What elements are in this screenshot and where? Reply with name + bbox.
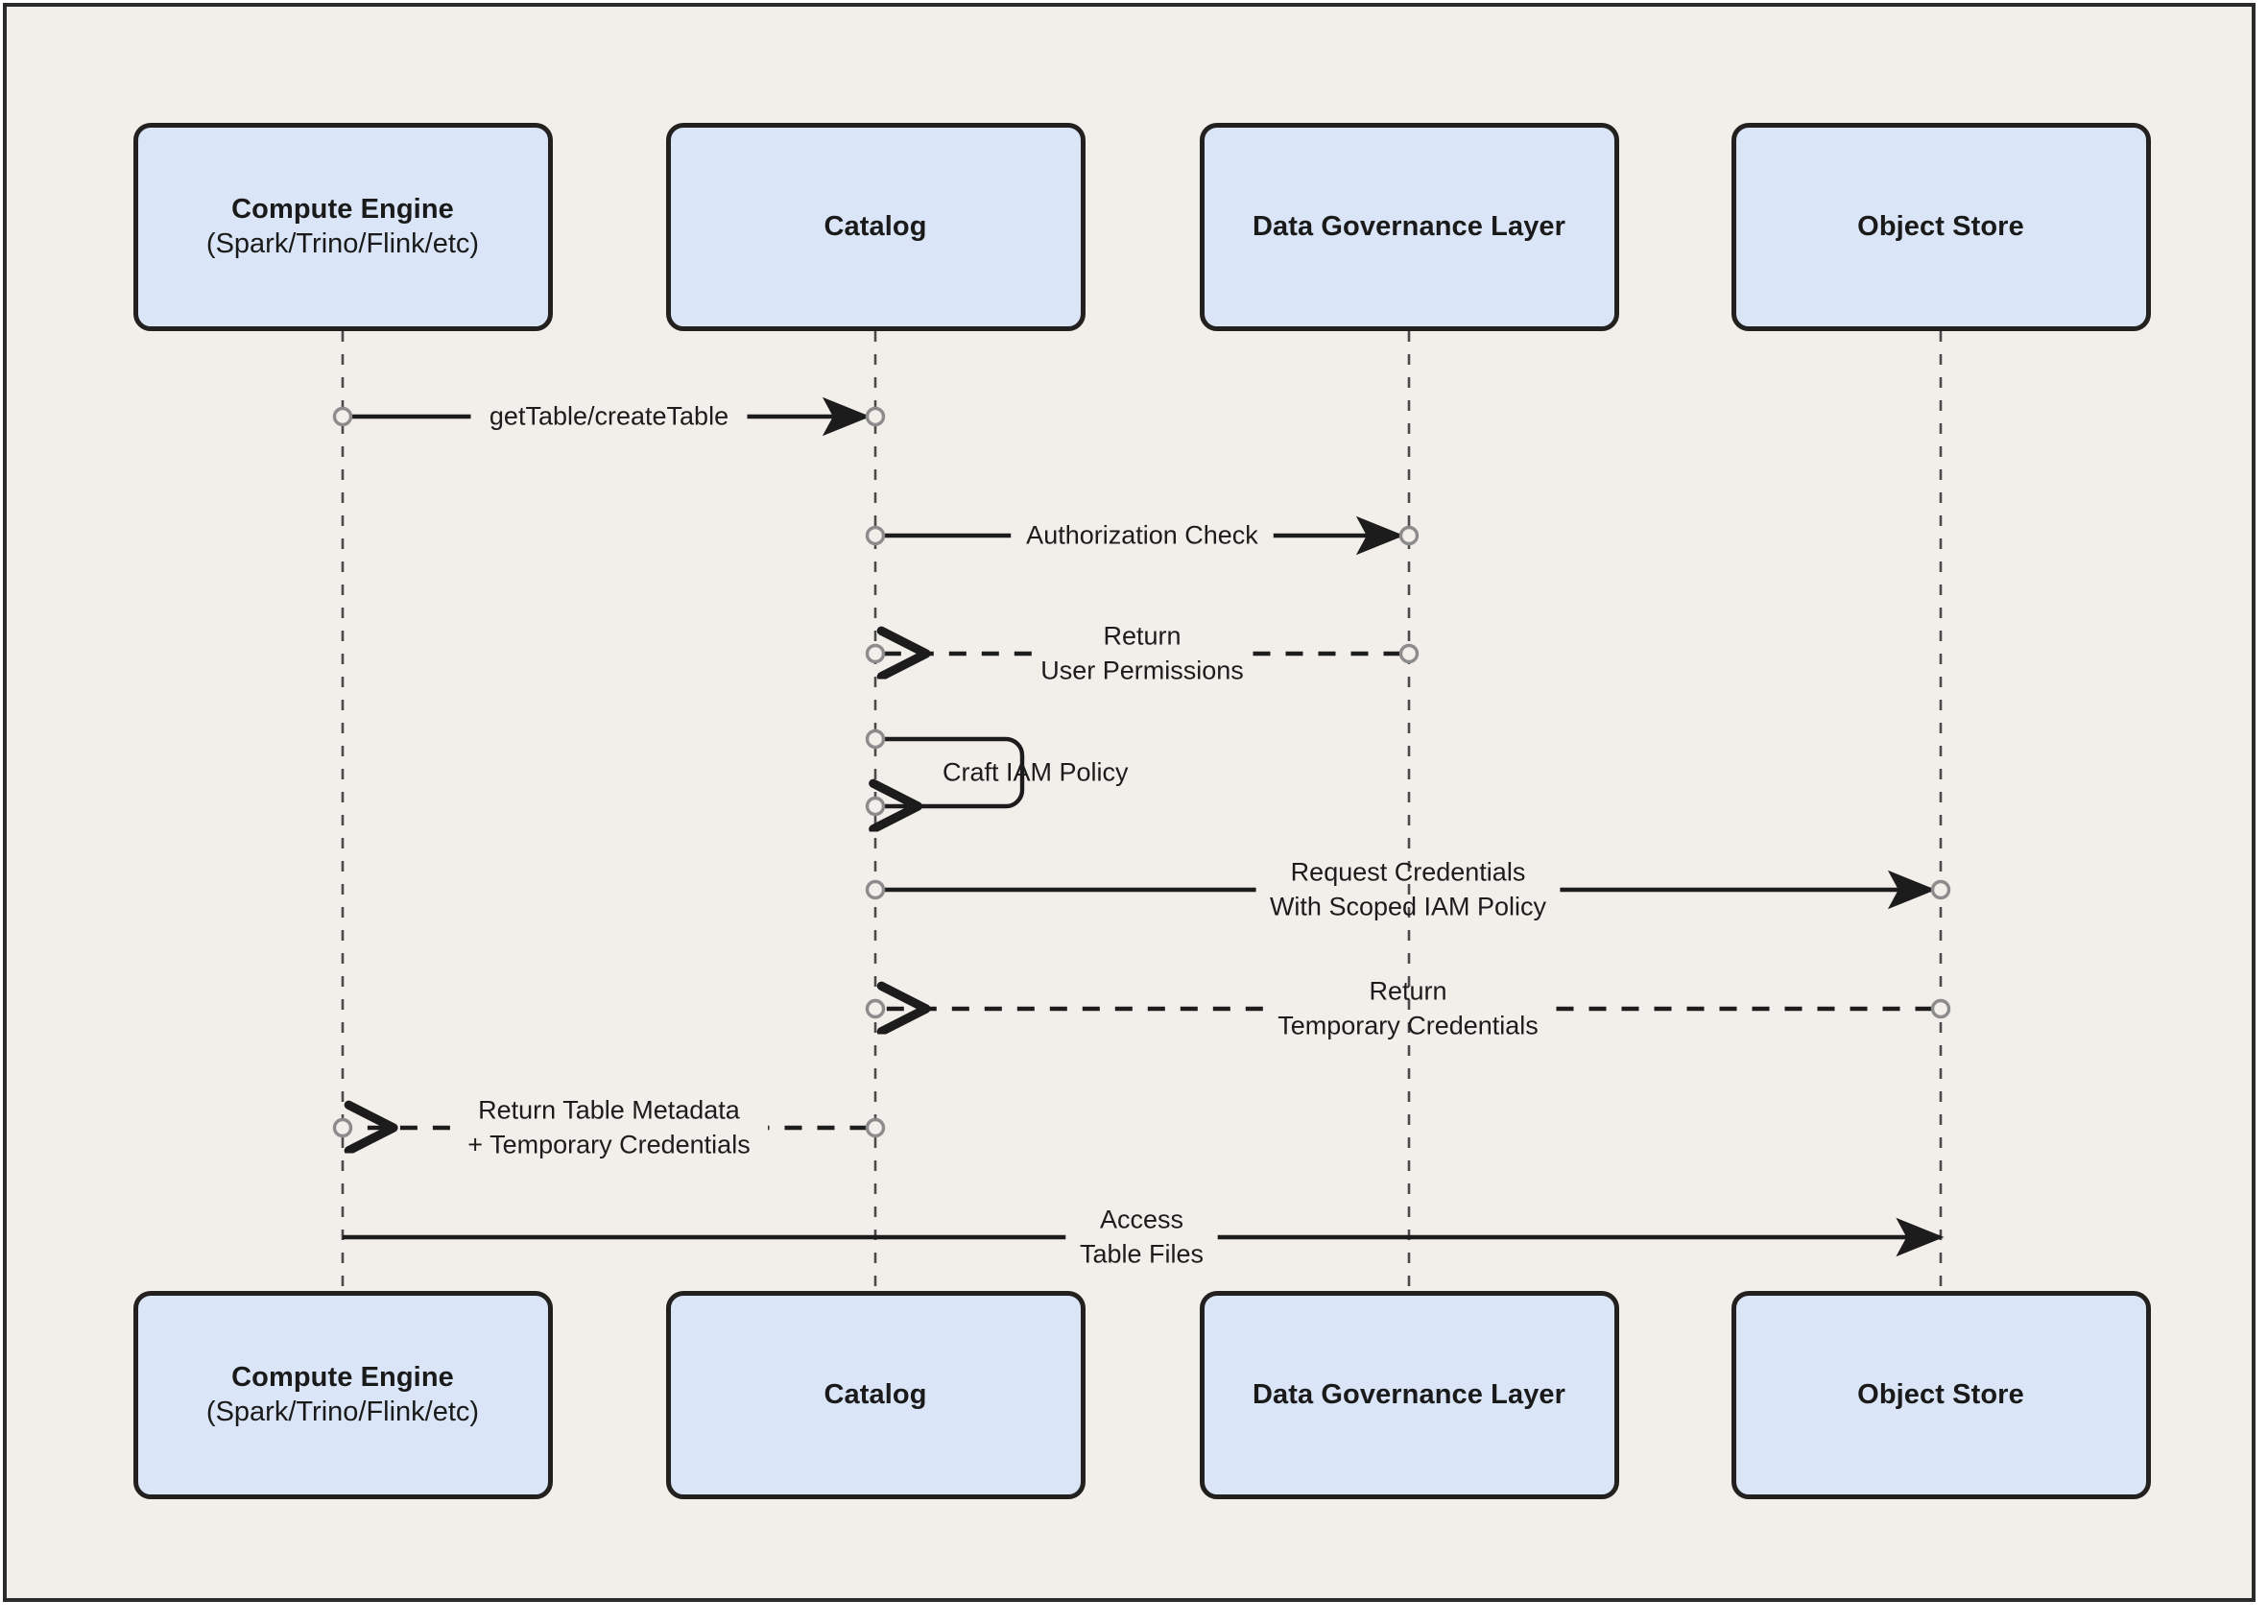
participant-box-compute-engine-top[interactable]: Compute Engine(Spark/Trino/Flink/etc) [132, 123, 553, 331]
participant-box-compute-engine-bottom[interactable]: Compute Engine(Spark/Trino/Flink/etc) [132, 1291, 553, 1499]
lifelines-group [341, 331, 1943, 1291]
message-endpoint-m7-start [865, 1117, 886, 1138]
message-endpoint-m4-start [865, 728, 886, 750]
message-endpoint-m6-end [865, 998, 886, 1019]
participant-box-object-store-top[interactable]: Object Store [1731, 123, 2151, 331]
endpoint-markers-group [332, 406, 1951, 1138]
participant-title: Catalog [824, 1378, 927, 1410]
participant-subtitle: (Spark/Trino/Flink/etc) [205, 227, 480, 259]
message-endpoint-m2-end [1398, 525, 1420, 546]
message-endpoint-m2-start [865, 525, 886, 546]
message-endpoint-m3-end [865, 643, 886, 664]
participant-title: Catalog [824, 210, 927, 242]
participant-title: Compute Engine [231, 194, 454, 226]
message-endpoint-m7-end [332, 1117, 353, 1138]
participant-box-object-store-bottom[interactable]: Object Store [1731, 1291, 2151, 1499]
participant-box-data-governance-layer-bottom[interactable]: Data Governance Layer [1199, 1291, 1619, 1499]
message-endpoint-m5-start [865, 879, 886, 900]
message-endpoint-m1-start [332, 406, 353, 427]
participant-title: Data Governance Layer [1252, 1378, 1566, 1410]
participant-box-catalog-top[interactable]: Catalog [665, 123, 1086, 331]
message-endpoint-m5-end [1930, 879, 1951, 900]
participant-subtitle: (Spark/Trino/Flink/etc) [205, 1396, 480, 1427]
message-endpoint-m4-end [865, 796, 886, 817]
participant-title: Compute Engine [231, 1362, 454, 1394]
message-endpoint-m6-start [1930, 998, 1951, 1019]
message-endpoint-m1-end [865, 406, 886, 427]
messages-group [343, 396, 1945, 1257]
participant-box-catalog-bottom[interactable]: Catalog [665, 1291, 1086, 1499]
message-line-m4 [875, 736, 1025, 806]
participant-title: Object Store [1857, 210, 2024, 242]
participant-title: Object Store [1857, 1378, 2024, 1410]
participant-box-data-governance-layer-top[interactable]: Data Governance Layer [1199, 123, 1619, 331]
participant-title: Data Governance Layer [1252, 210, 1566, 242]
message-endpoint-m3-start [1398, 643, 1420, 664]
